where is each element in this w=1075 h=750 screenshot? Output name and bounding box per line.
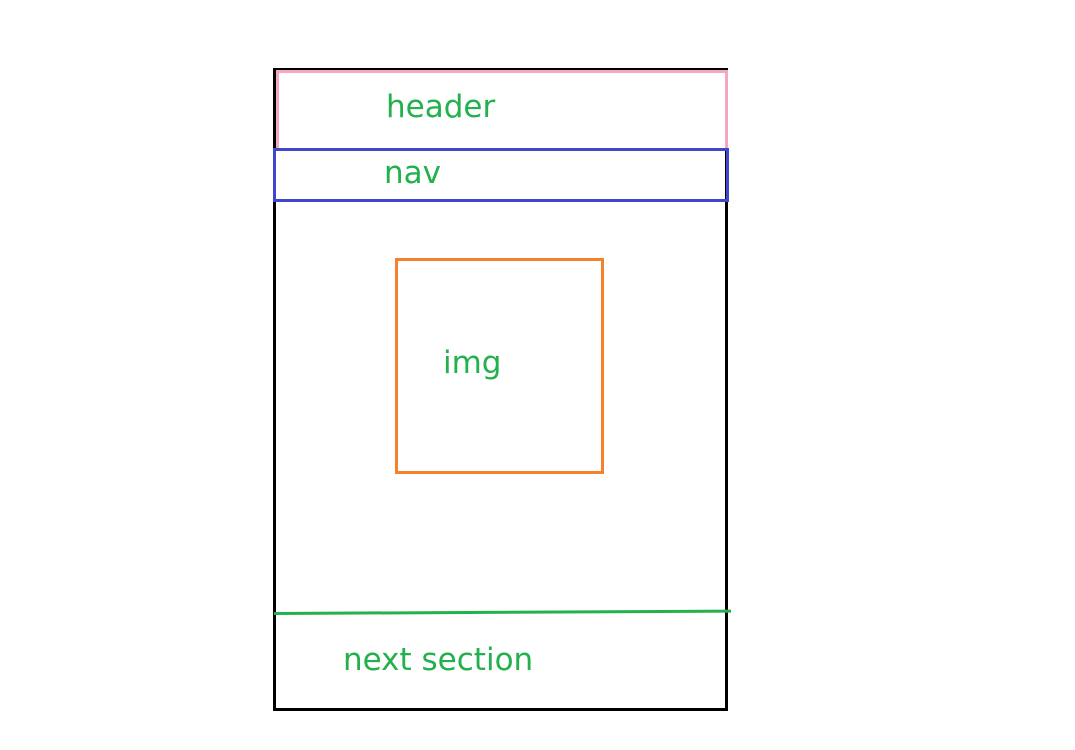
nav-box [273, 148, 729, 202]
next-section-label: next section [343, 642, 534, 678]
img-label: img [443, 345, 502, 381]
header-label: header [386, 89, 496, 125]
nav-label: nav [384, 155, 441, 191]
page-frame [273, 68, 728, 711]
header-box [276, 70, 728, 149]
img-box [395, 258, 604, 474]
